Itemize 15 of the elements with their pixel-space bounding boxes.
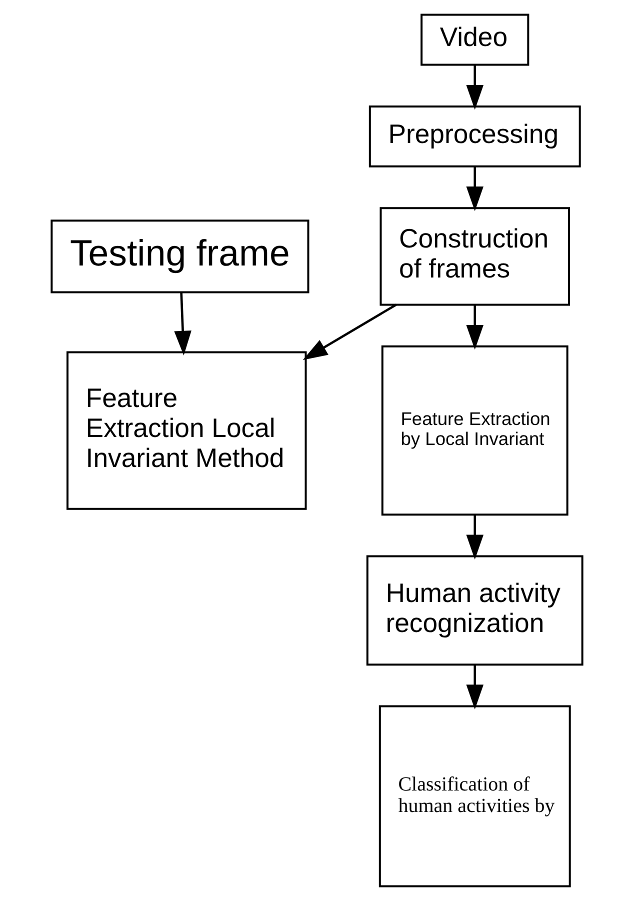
node-box: Human activity recognization <box>366 555 583 666</box>
arrow <box>174 292 191 356</box>
node-box: Feature Extraction by Local Invariant <box>380 345 568 516</box>
node-box: Construction of frames <box>379 207 570 306</box>
arrow <box>466 304 484 350</box>
arrow <box>466 166 484 212</box>
node-box: Video <box>420 14 529 66</box>
node-box: Testing frame <box>50 220 309 294</box>
arrow <box>466 65 484 110</box>
arrow <box>466 664 484 710</box>
arrow <box>302 304 396 360</box>
node-box: Preprocessing <box>368 105 580 168</box>
node-box: Classification of human activities by <box>378 705 570 888</box>
node-box: Feature Extraction Local Invariant Method <box>66 351 306 510</box>
arrow <box>466 514 484 560</box>
